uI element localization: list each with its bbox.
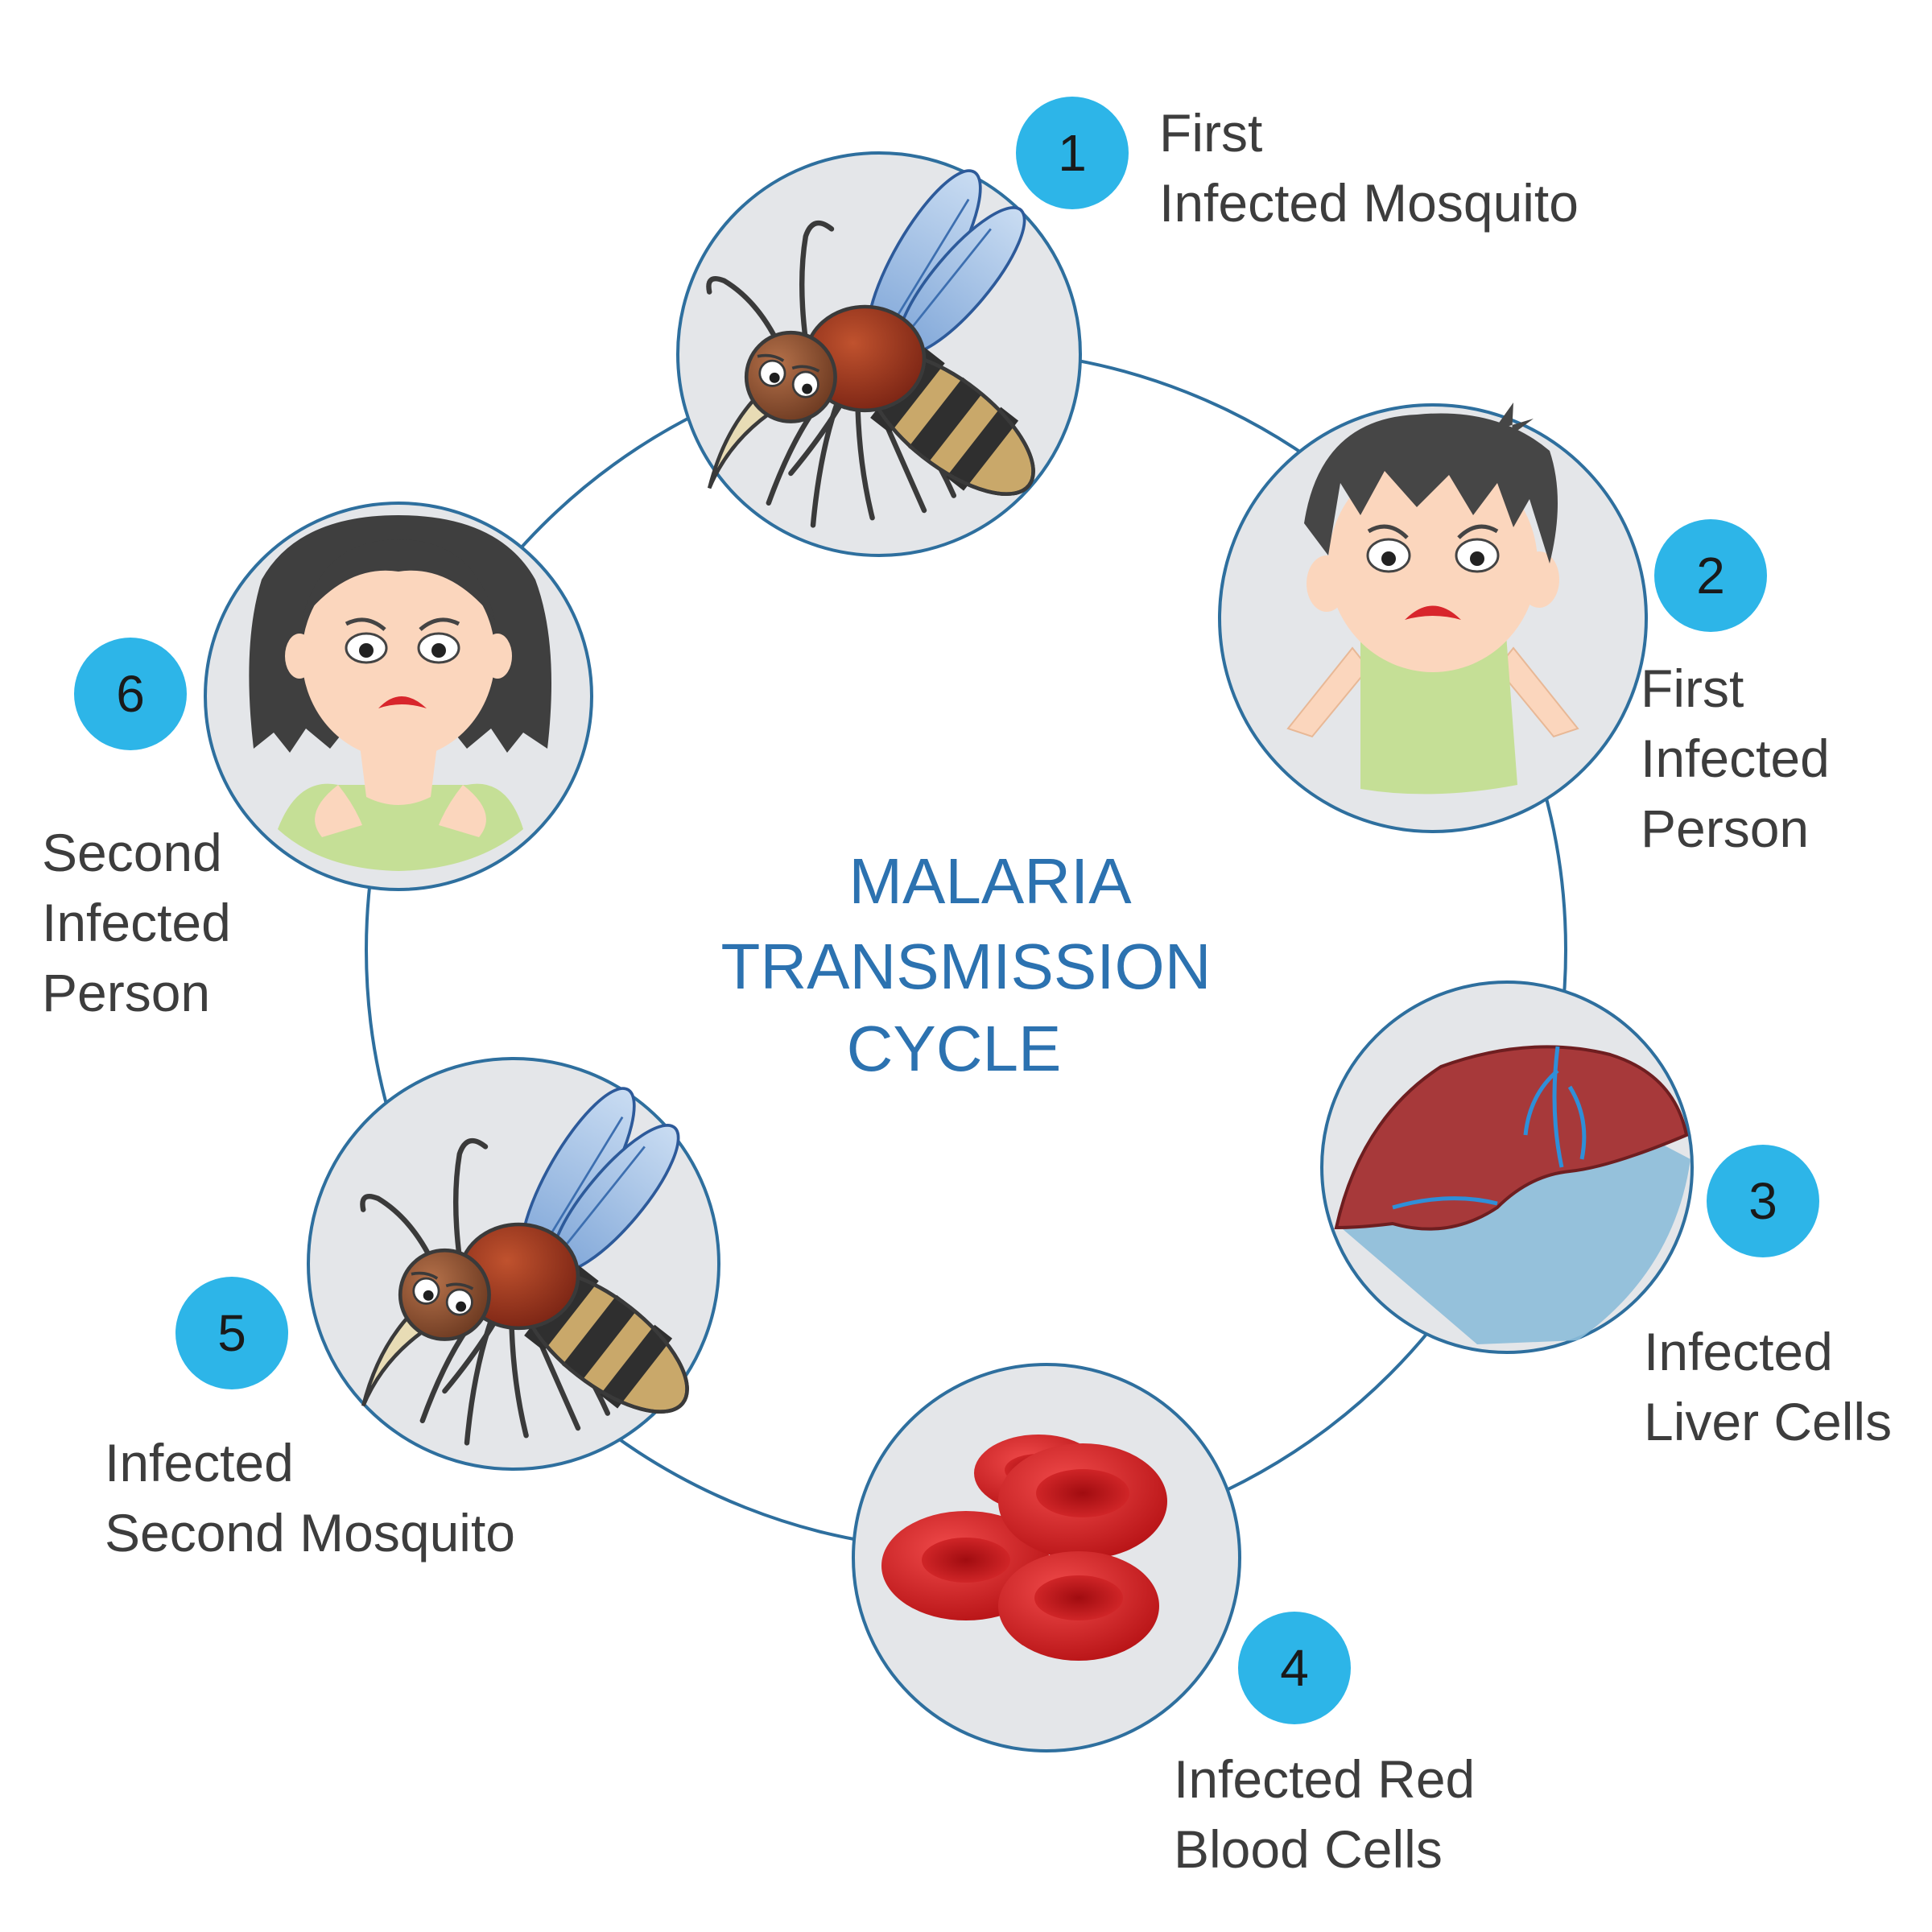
step-3-badge: 3 [1707, 1145, 1819, 1257]
title-line-3: CYCLE [847, 1013, 1062, 1084]
step-5-number: 5 [217, 1304, 246, 1362]
step-3-number: 3 [1748, 1172, 1777, 1230]
step-5-node [307, 1057, 720, 1471]
liver-icon [1334, 1045, 1690, 1344]
title-line-1: MALARIA [848, 845, 1132, 917]
step-6-badge: 6 [74, 638, 187, 750]
step-1-number: 1 [1058, 124, 1087, 182]
step-5-label: Infected Second Mosquito [105, 1433, 515, 1563]
step-3-node [1320, 980, 1694, 1354]
step-5-badge: 5 [175, 1277, 288, 1389]
step-1-label: First Infected Mosquito [1159, 103, 1579, 233]
step-2-node [1218, 402, 1648, 833]
step-4-node [852, 1363, 1241, 1752]
step-4-badge: 4 [1238, 1612, 1351, 1724]
diagram-title: MALARIA TRANSMISSION CYCLE [721, 845, 1212, 1084]
girl-icon [249, 515, 551, 871]
red-blood-cells-icon [881, 1435, 1167, 1661]
step-6-node [204, 502, 593, 891]
step-3-label: Infected Liver Cells [1644, 1322, 1892, 1451]
step-4-label: Infected Red Blood Cells [1174, 1749, 1490, 1879]
step-2-number: 2 [1696, 547, 1725, 605]
boy-icon [1286, 402, 1579, 795]
step-1-node [676, 151, 1082, 557]
step-2-label: First Infected Person [1641, 658, 1844, 858]
step-6-label: Second Infected Person [42, 823, 246, 1022]
step-1-badge: 1 [1016, 97, 1129, 209]
step-2-badge: 2 [1654, 519, 1767, 632]
title-line-2: TRANSMISSION [721, 931, 1212, 1002]
step-4-number: 4 [1280, 1639, 1309, 1697]
step-6-number: 6 [116, 665, 145, 723]
